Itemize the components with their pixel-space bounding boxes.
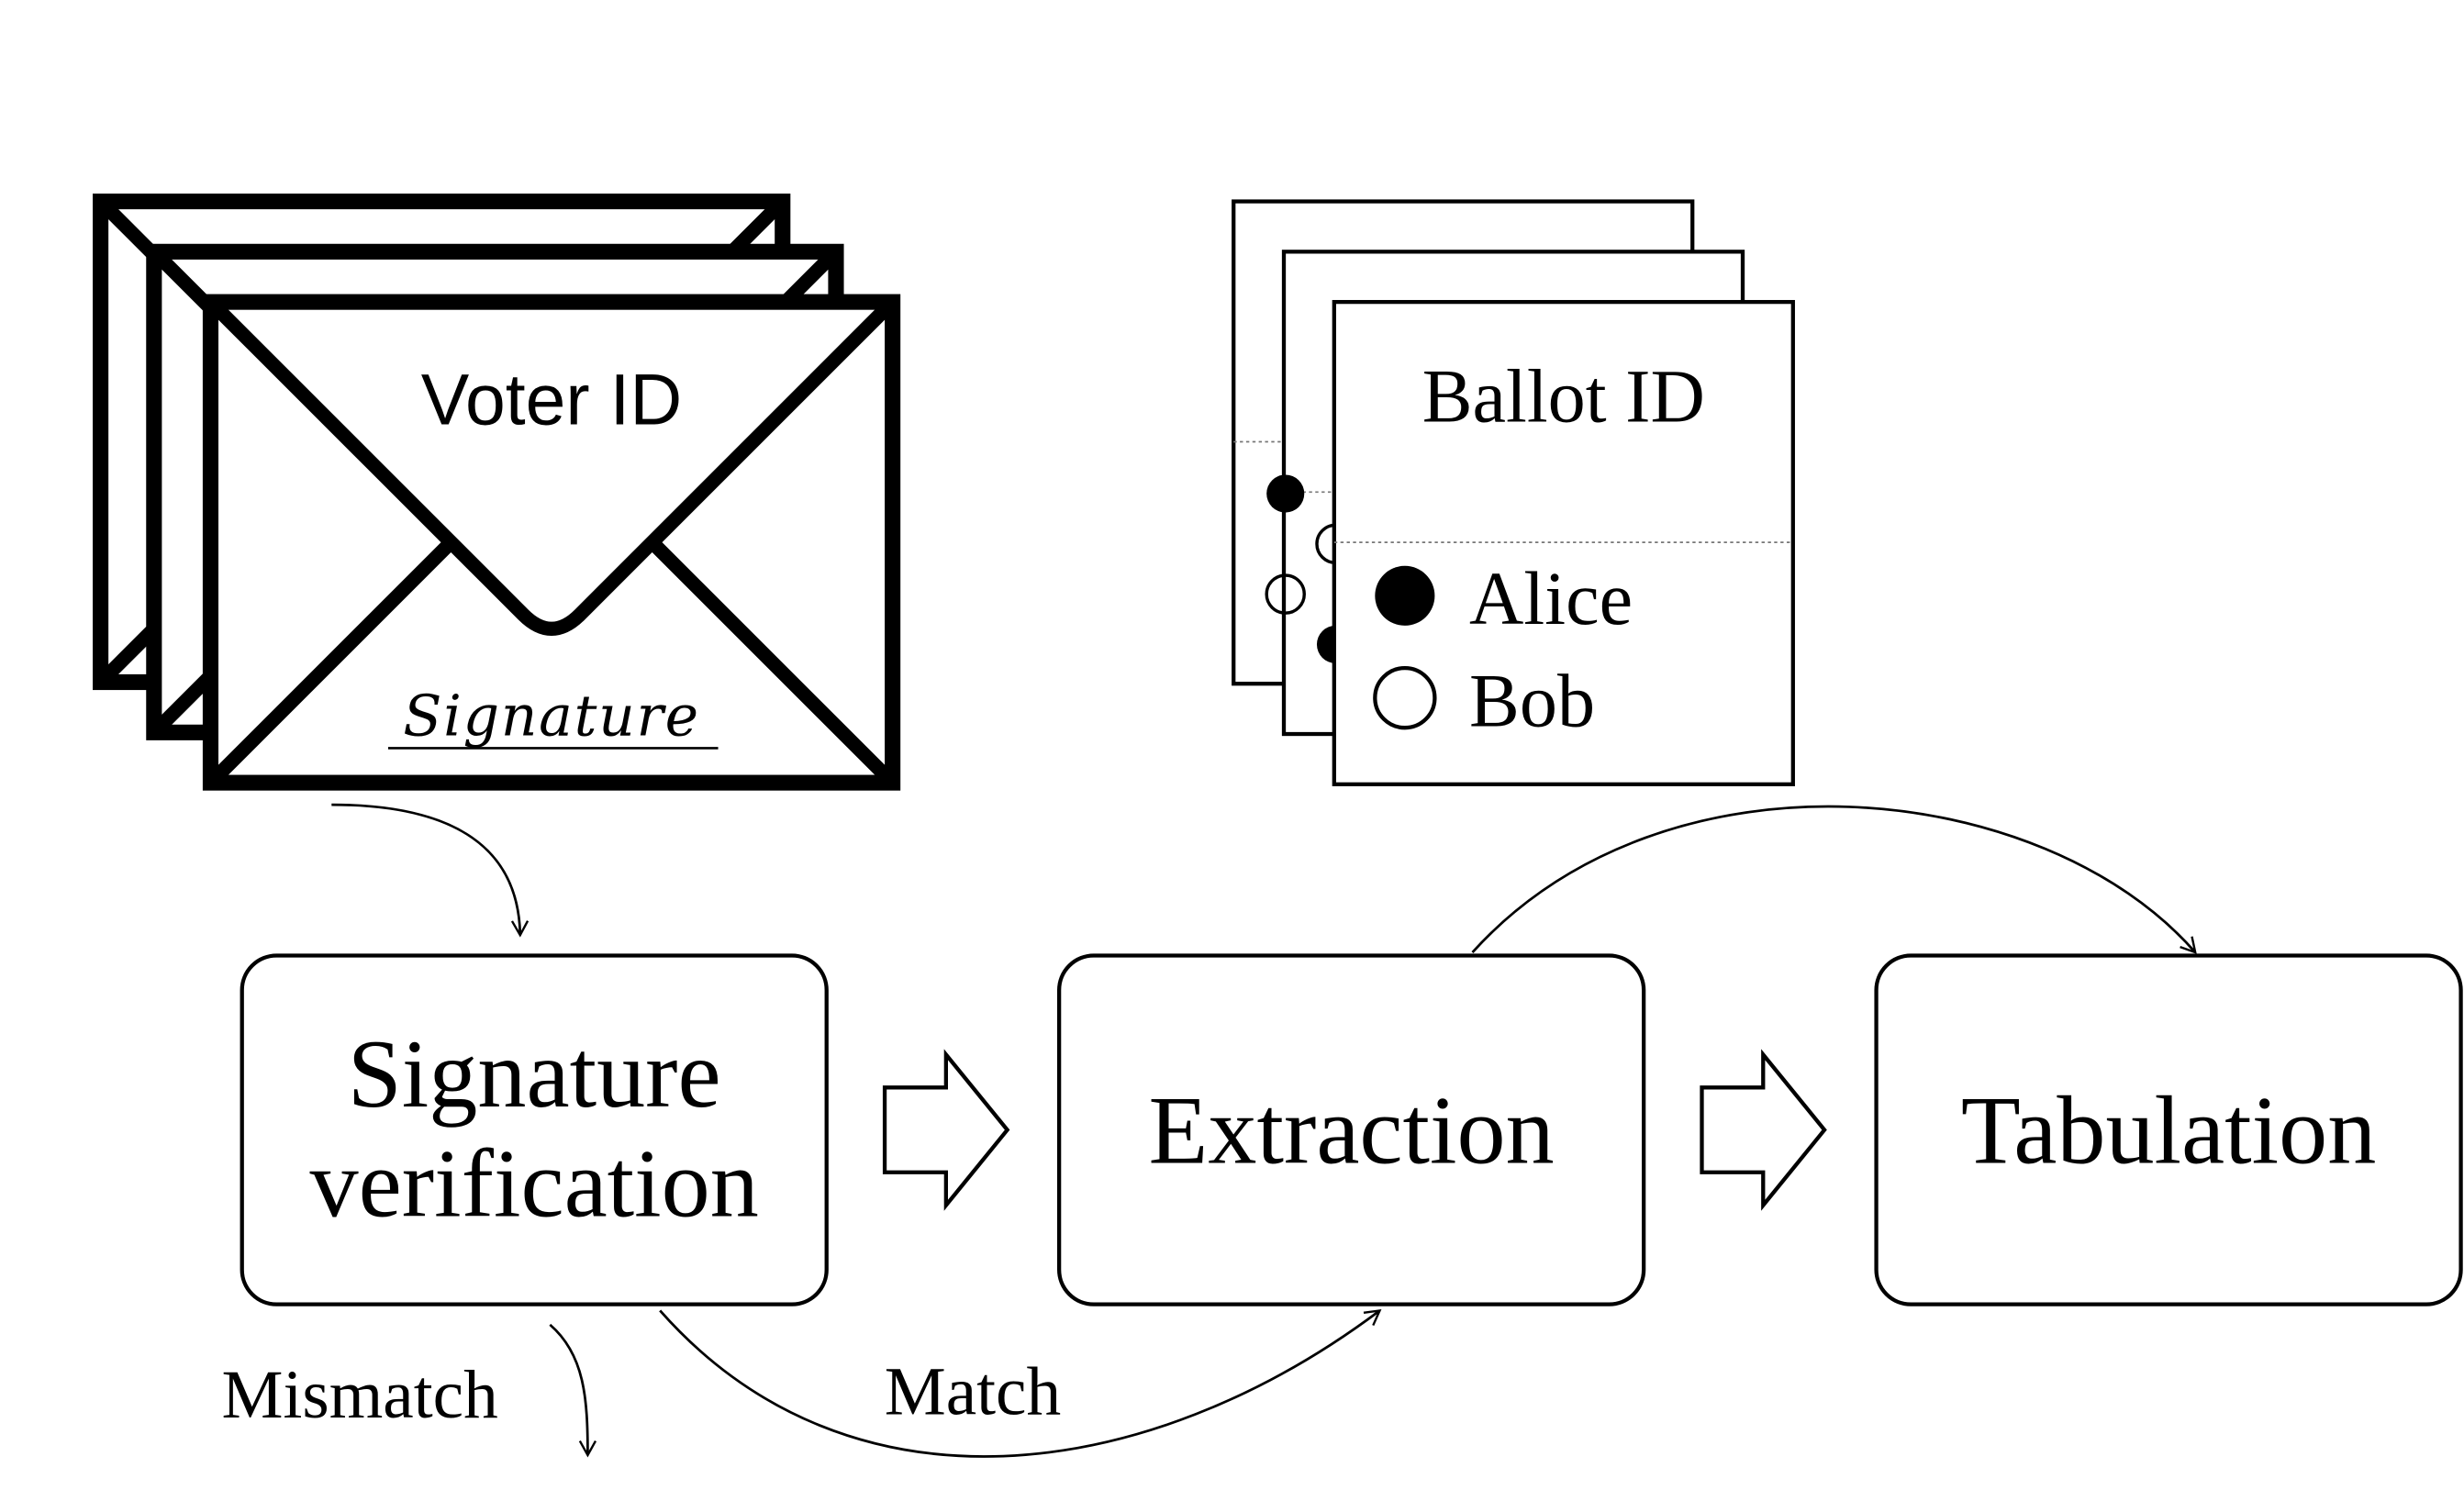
signature-verification-box: Signature verification	[240, 953, 829, 1306]
mismatch-arrow	[549, 1323, 597, 1458]
envelope-front	[202, 294, 901, 791]
mismatch-label: Mismatch	[221, 1357, 497, 1433]
extraction-to-tabulation-arrow	[1471, 805, 2197, 954]
signature-verification-line1: Signature	[348, 1019, 721, 1128]
signature-verification-line2: verification	[310, 1129, 759, 1238]
tabulation-label: Tabulation	[1961, 1076, 2376, 1184]
back-ballot-bubble	[1265, 573, 1306, 615]
ballot-stack: Ballot ID Alice Bob	[1232, 199, 1795, 786]
voter-id-label: Voter ID	[421, 360, 683, 440]
ballot-id-label: Ballot ID	[1422, 354, 1705, 438]
block-arrow-to-tabulation	[1700, 1049, 1827, 1211]
alice-bubble-filled	[1375, 565, 1435, 626]
bob-bubble-empty	[1373, 665, 1437, 730]
match-arrow	[659, 1308, 1382, 1458]
signature-label: Signature	[403, 684, 700, 750]
envelope-to-verification-arrow	[331, 803, 530, 938]
tabulation-box: Tabulation	[1874, 953, 2463, 1306]
extraction-label: Extraction	[1149, 1076, 1555, 1184]
block-arrow-to-extraction	[882, 1049, 1010, 1211]
match-label: Match	[885, 1353, 1061, 1429]
back-ballot-bubble	[1266, 474, 1305, 513]
option-alice-label: Alice	[1469, 557, 1633, 640]
envelope-stack: Voter ID Signature	[93, 193, 901, 791]
extraction-box: Extraction	[1056, 953, 1646, 1306]
option-bob-label: Bob	[1469, 659, 1595, 742]
ballot-front: Ballot ID Alice Bob	[1332, 299, 1795, 786]
